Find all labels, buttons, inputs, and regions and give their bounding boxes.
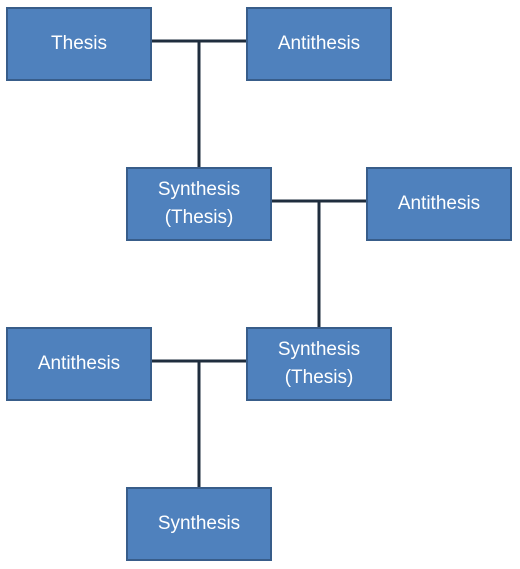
thesis-node: Thesis	[6, 7, 152, 81]
antithesis-node-1: Antithesis	[246, 7, 392, 81]
synthesis-final-node: Synthesis	[126, 487, 272, 561]
antithesis-node-2: Antithesis	[366, 167, 512, 241]
synthesis-thesis-node-1: Synthesis (Thesis)	[126, 167, 272, 241]
synthesis-thesis-node-2: Synthesis (Thesis)	[246, 327, 392, 401]
antithesis-node-3: Antithesis	[6, 327, 152, 401]
